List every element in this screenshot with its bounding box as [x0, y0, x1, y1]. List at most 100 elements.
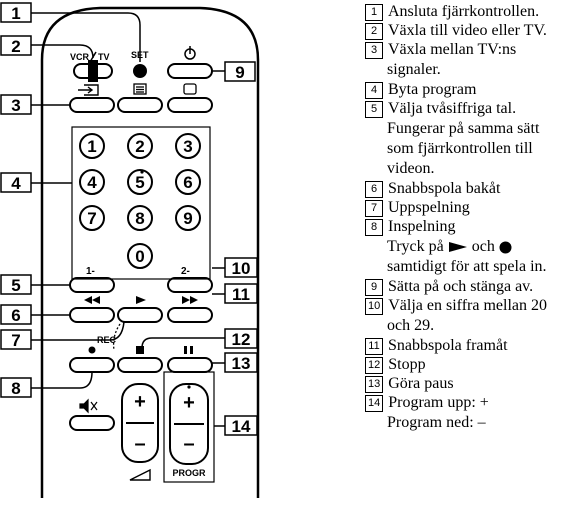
digit-button-1[interactable]: 1	[79, 133, 105, 159]
legend-num-8: 8	[365, 219, 383, 236]
legend-num-11: 11	[365, 338, 383, 355]
legend-num-6: 6	[365, 181, 383, 198]
callout-4-label: 4	[11, 174, 21, 193]
mute-icon	[79, 398, 98, 414]
screen-mode-button[interactable]	[167, 97, 213, 113]
callout-5-label: 5	[11, 276, 20, 295]
legend-text-6: Snabbspola bakåt	[388, 180, 501, 197]
volume-rocker[interactable]	[121, 383, 159, 463]
pause-icon	[184, 346, 193, 354]
fast-forward-icon	[182, 296, 198, 304]
callout-2-label: 2	[11, 37, 20, 56]
input-icon	[78, 84, 99, 96]
pause-button[interactable]	[167, 357, 213, 373]
digit-button-8[interactable]: 8	[127, 205, 153, 231]
digit-0-label: 0	[135, 247, 144, 266]
legend-num-14: 14	[365, 395, 384, 412]
power-button[interactable]	[167, 63, 213, 79]
record-button[interactable]	[69, 357, 115, 373]
digit-button-0[interactable]: 0	[127, 243, 153, 269]
legend-item-4: 4 Byta program	[365, 81, 476, 99]
program-frame	[163, 371, 215, 483]
callout-10-label: 10	[232, 259, 251, 278]
legend-item-11: 11 Snabbspola framåt	[365, 337, 508, 355]
input-select-button[interactable]	[69, 97, 115, 113]
program-rocker[interactable]	[169, 383, 209, 465]
callout-6-label: 6	[11, 306, 20, 325]
legend-text-3a: Växla mellan TV:ns	[388, 41, 517, 58]
screen-icon	[183, 83, 197, 95]
play-button[interactable]	[117, 307, 163, 323]
mute-button[interactable]	[69, 415, 115, 431]
rec-note-middle: och	[471, 238, 495, 255]
one-dash-button[interactable]	[69, 277, 115, 293]
record-icon-inline	[499, 241, 512, 254]
digit-button-6[interactable]: 6	[175, 169, 201, 195]
callout-3-label: 3	[11, 96, 20, 115]
callout-13-label: 13	[232, 354, 251, 373]
digit-4-label: 4	[87, 173, 97, 192]
legend-text-10a: Välja en siffra mellan 20	[388, 297, 548, 314]
program-minus-label: –	[183, 433, 194, 455]
legend-text-1: Ansluta fjärrkontrollen.	[388, 3, 540, 20]
legend-text-5c: som fjärrkontrollen till	[387, 140, 533, 157]
digit-button-4[interactable]: 4	[79, 169, 105, 195]
digit-9-label: 9	[183, 209, 192, 228]
stop-button[interactable]	[117, 357, 163, 373]
program-plus-label: +	[183, 392, 195, 414]
legend-text-2: Växla till video eller TV.	[388, 22, 547, 39]
callout-1-leader	[31, 12, 141, 62]
legend-num-2: 2	[365, 23, 383, 40]
teletext-icon	[133, 83, 147, 95]
tv-label: TV	[98, 52, 110, 62]
legend-num-7: 7	[365, 200, 383, 217]
digit-button-9[interactable]: 9	[175, 205, 201, 231]
record-icon	[88, 346, 96, 354]
digit-button-3[interactable]: 3	[175, 133, 201, 159]
legend-text-4: Byta program	[388, 81, 477, 98]
vcr-label: VCR	[70, 52, 90, 62]
digit-3-label: 3	[183, 137, 192, 156]
legend-num-13: 13	[365, 376, 384, 393]
one-dash-label: 1-	[86, 266, 95, 277]
rewind-button[interactable]	[69, 307, 115, 323]
set-button[interactable]	[133, 64, 147, 78]
legend-text-12: Stopp	[388, 356, 426, 373]
callout-9-label: 9	[235, 63, 244, 82]
legend-num-10: 10	[365, 298, 384, 315]
teletext-button[interactable]	[117, 97, 163, 113]
volume-icon	[129, 468, 151, 481]
two-dash-button[interactable]	[167, 277, 213, 293]
digit-button-5[interactable]: 5	[127, 169, 153, 195]
legend-text-11: Snabbspola framåt	[388, 337, 508, 354]
digit-button-2[interactable]: 2	[127, 133, 153, 159]
rewind-icon	[84, 296, 100, 304]
digit-7-label: 7	[87, 209, 96, 228]
legend-text-5b: Fungerar på samma sätt	[387, 120, 540, 137]
callout-7-label: 7	[11, 331, 20, 350]
callout-12-leader	[141, 337, 225, 349]
legend-num-5: 5	[365, 101, 383, 118]
stop-icon	[136, 346, 144, 354]
remote-body-outline	[40, 6, 260, 498]
fast-forward-button[interactable]	[167, 307, 213, 323]
digit-button-7[interactable]: 7	[79, 205, 105, 231]
callout-2-leader	[31, 44, 94, 59]
digit-2-label: 2	[135, 137, 144, 156]
callout-14-label: 14	[232, 417, 251, 436]
callout-7-leader	[31, 321, 125, 341]
volume-plus-label: +	[134, 391, 146, 413]
digit-5-tactile-dot	[140, 170, 144, 174]
legend-text-10b: och 29.	[387, 317, 435, 334]
callout-11-label: 11	[232, 285, 250, 304]
digit-6-label: 6	[183, 173, 192, 192]
legend-num-1: 1	[365, 4, 383, 21]
rec-note-before: Tryck på	[387, 238, 444, 255]
vcr-tv-switch-knob[interactable]	[88, 60, 98, 82]
legend-num-4: 4	[365, 82, 383, 99]
